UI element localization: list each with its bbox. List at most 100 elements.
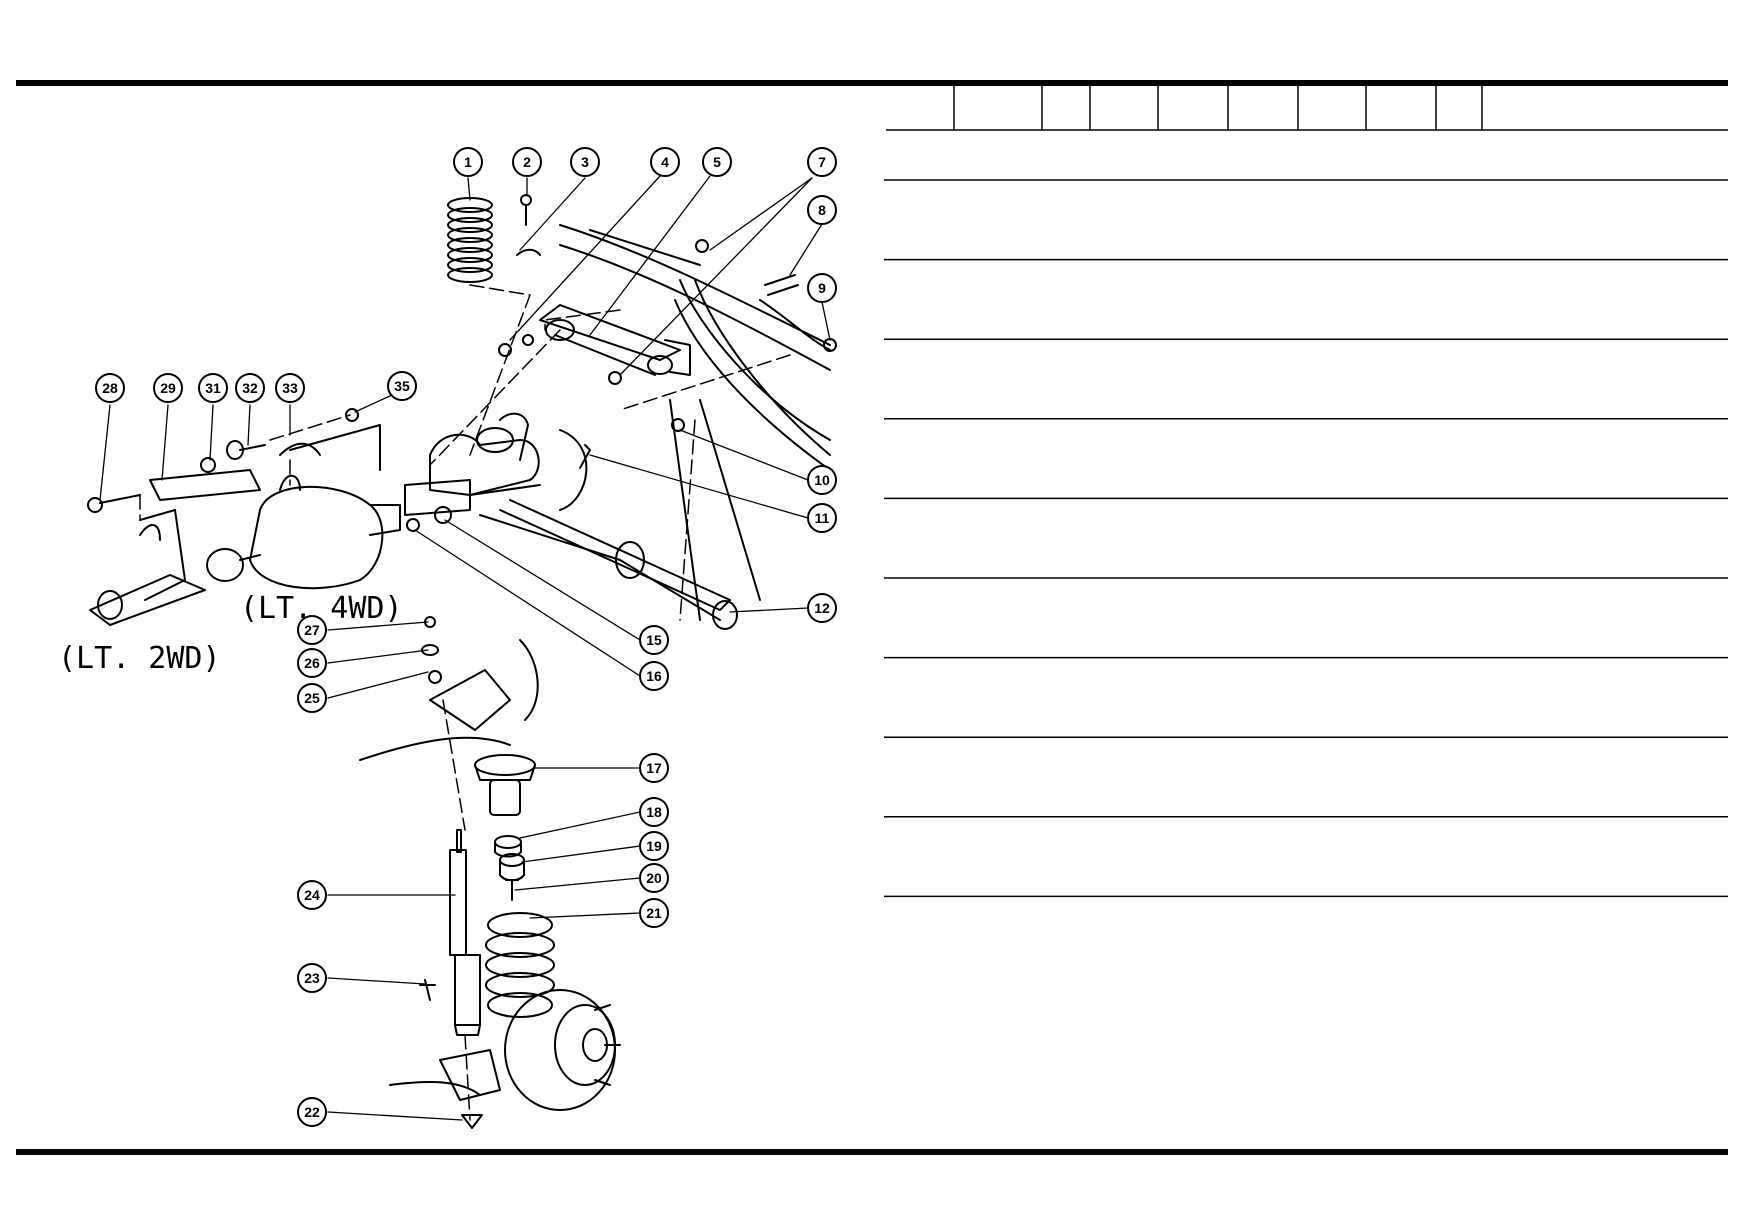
callout-number: 5 <box>713 154 721 170</box>
callout-number: 28 <box>102 380 118 396</box>
callout-number: 4 <box>661 154 669 170</box>
suspension-exploded-diagram: (LT. 4WD) (LT. 2WD) 12345789101112151617… <box>58 147 837 1129</box>
callout-circle <box>198 373 228 403</box>
callout-number: 35 <box>394 378 410 394</box>
callout-number: 11 <box>815 510 830 526</box>
callout-number: 27 <box>304 622 320 638</box>
callout-number: 22 <box>304 1104 320 1120</box>
callout-16: 16 <box>639 661 669 691</box>
callout-2: 2 <box>512 147 542 177</box>
callout-circle <box>297 683 327 713</box>
callout-number: 16 <box>646 668 662 684</box>
frame-rail <box>559 224 831 471</box>
callout-8: 8 <box>807 195 837 225</box>
caption-lt-2wd: (LT. 2WD) <box>58 641 221 676</box>
callout-24: 24 <box>297 880 327 910</box>
callout-circle <box>387 371 417 401</box>
callout-27: 27 <box>297 615 327 645</box>
callout-circle <box>639 661 669 691</box>
coil-spring <box>447 197 493 283</box>
callout-circle <box>639 831 669 861</box>
callout-35: 35 <box>387 371 417 401</box>
callout-circle <box>570 147 600 177</box>
callout-15: 15 <box>639 625 669 655</box>
callout-number: 2 <box>523 154 531 170</box>
callout-32: 32 <box>235 373 265 403</box>
front-differential <box>206 424 401 590</box>
callout-18: 18 <box>639 797 669 827</box>
lower-arm-2wd <box>89 469 261 626</box>
callout-number: 15 <box>646 632 662 648</box>
callout-circle <box>297 648 327 678</box>
callout-22: 22 <box>297 1097 327 1127</box>
bolt-20 <box>505 879 519 901</box>
callout-circle <box>275 373 305 403</box>
callout-number: 17 <box>646 760 662 776</box>
callout-28: 28 <box>95 373 125 403</box>
shock-absorber <box>449 829 481 1036</box>
upper-control-arm <box>539 304 691 376</box>
alignment-lines <box>139 284 791 1121</box>
callout-17: 17 <box>639 753 669 783</box>
bottom-rule <box>16 1149 1728 1155</box>
callout-1: 1 <box>453 147 483 177</box>
callout-circle <box>297 615 327 645</box>
upper-mount-bracket <box>359 639 539 761</box>
callout-3: 3 <box>570 147 600 177</box>
callout-number: 33 <box>282 380 298 396</box>
callout-circle <box>639 753 669 783</box>
callout-circle <box>153 373 183 403</box>
bump-stop-bracket <box>474 754 536 816</box>
fasteners <box>87 194 837 1129</box>
callout-25: 25 <box>297 683 327 713</box>
callout-9: 9 <box>807 273 837 303</box>
callout-circle <box>807 503 837 533</box>
callout-21: 21 <box>639 898 669 928</box>
callout-number: 18 <box>646 804 662 820</box>
callout-5: 5 <box>702 147 732 177</box>
callout-circle <box>639 898 669 928</box>
callout-number: 8 <box>818 202 826 218</box>
callout-circle <box>297 880 327 910</box>
callout-number: 31 <box>205 380 221 396</box>
callout-number: 29 <box>160 380 176 396</box>
callout-number: 12 <box>814 600 830 616</box>
callout-circle <box>639 863 669 893</box>
callout-number: 10 <box>814 472 830 488</box>
callout-number: 19 <box>646 838 662 854</box>
callout-circle <box>639 797 669 827</box>
callout-circle <box>702 147 732 177</box>
callout-number: 25 <box>304 690 320 706</box>
callout-29: 29 <box>153 373 183 403</box>
callout-7: 7 <box>807 147 837 177</box>
callout-4: 4 <box>650 147 680 177</box>
callout-circle <box>650 147 680 177</box>
callout-number: 21 <box>646 905 662 921</box>
lower-control-arm <box>479 399 761 630</box>
callout-19: 19 <box>639 831 669 861</box>
callout-circle <box>807 465 837 495</box>
callout-number: 32 <box>242 380 258 396</box>
callout-number: 3 <box>581 154 589 170</box>
knuckle-assembly <box>404 412 588 516</box>
callout-circle <box>807 195 837 225</box>
coil-spring-lower <box>485 912 555 1018</box>
callout-11: 11 <box>807 503 837 533</box>
callout-number: 23 <box>304 970 320 986</box>
callout-10: 10 <box>807 465 837 495</box>
callout-circle <box>512 147 542 177</box>
callout-circle <box>639 625 669 655</box>
callout-20: 20 <box>639 863 669 893</box>
callout-number: 9 <box>818 280 826 296</box>
callout-number: 20 <box>646 870 662 886</box>
callout-circle <box>297 1097 327 1127</box>
callout-circle <box>297 963 327 993</box>
leader-lines <box>99 175 831 1121</box>
callout-circle <box>807 273 837 303</box>
callout-circle <box>807 593 837 623</box>
callout-number: 26 <box>304 655 320 671</box>
callout-circle <box>235 373 265 403</box>
callout-33: 33 <box>275 373 305 403</box>
callout-number: 1 <box>464 154 472 170</box>
